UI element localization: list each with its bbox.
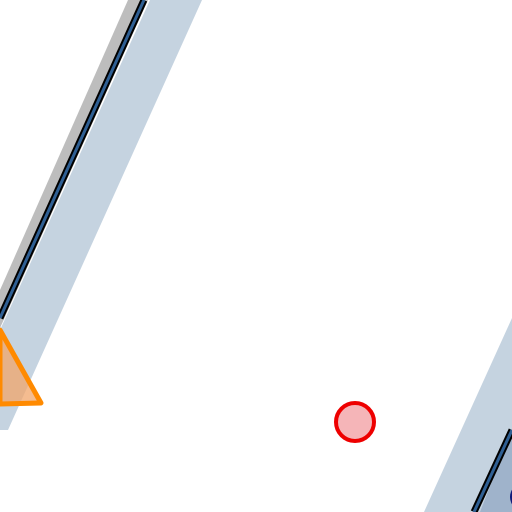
right-lane-band: [424, 318, 512, 512]
agent-triangle: [0, 327, 44, 407]
goal-marker: [334, 401, 376, 443]
left-rail-core: [0, 0, 146, 319]
right-rail-core: [472, 429, 512, 512]
left-lane-shadow: [0, 0, 148, 328]
left-lane-band: [0, 0, 202, 430]
